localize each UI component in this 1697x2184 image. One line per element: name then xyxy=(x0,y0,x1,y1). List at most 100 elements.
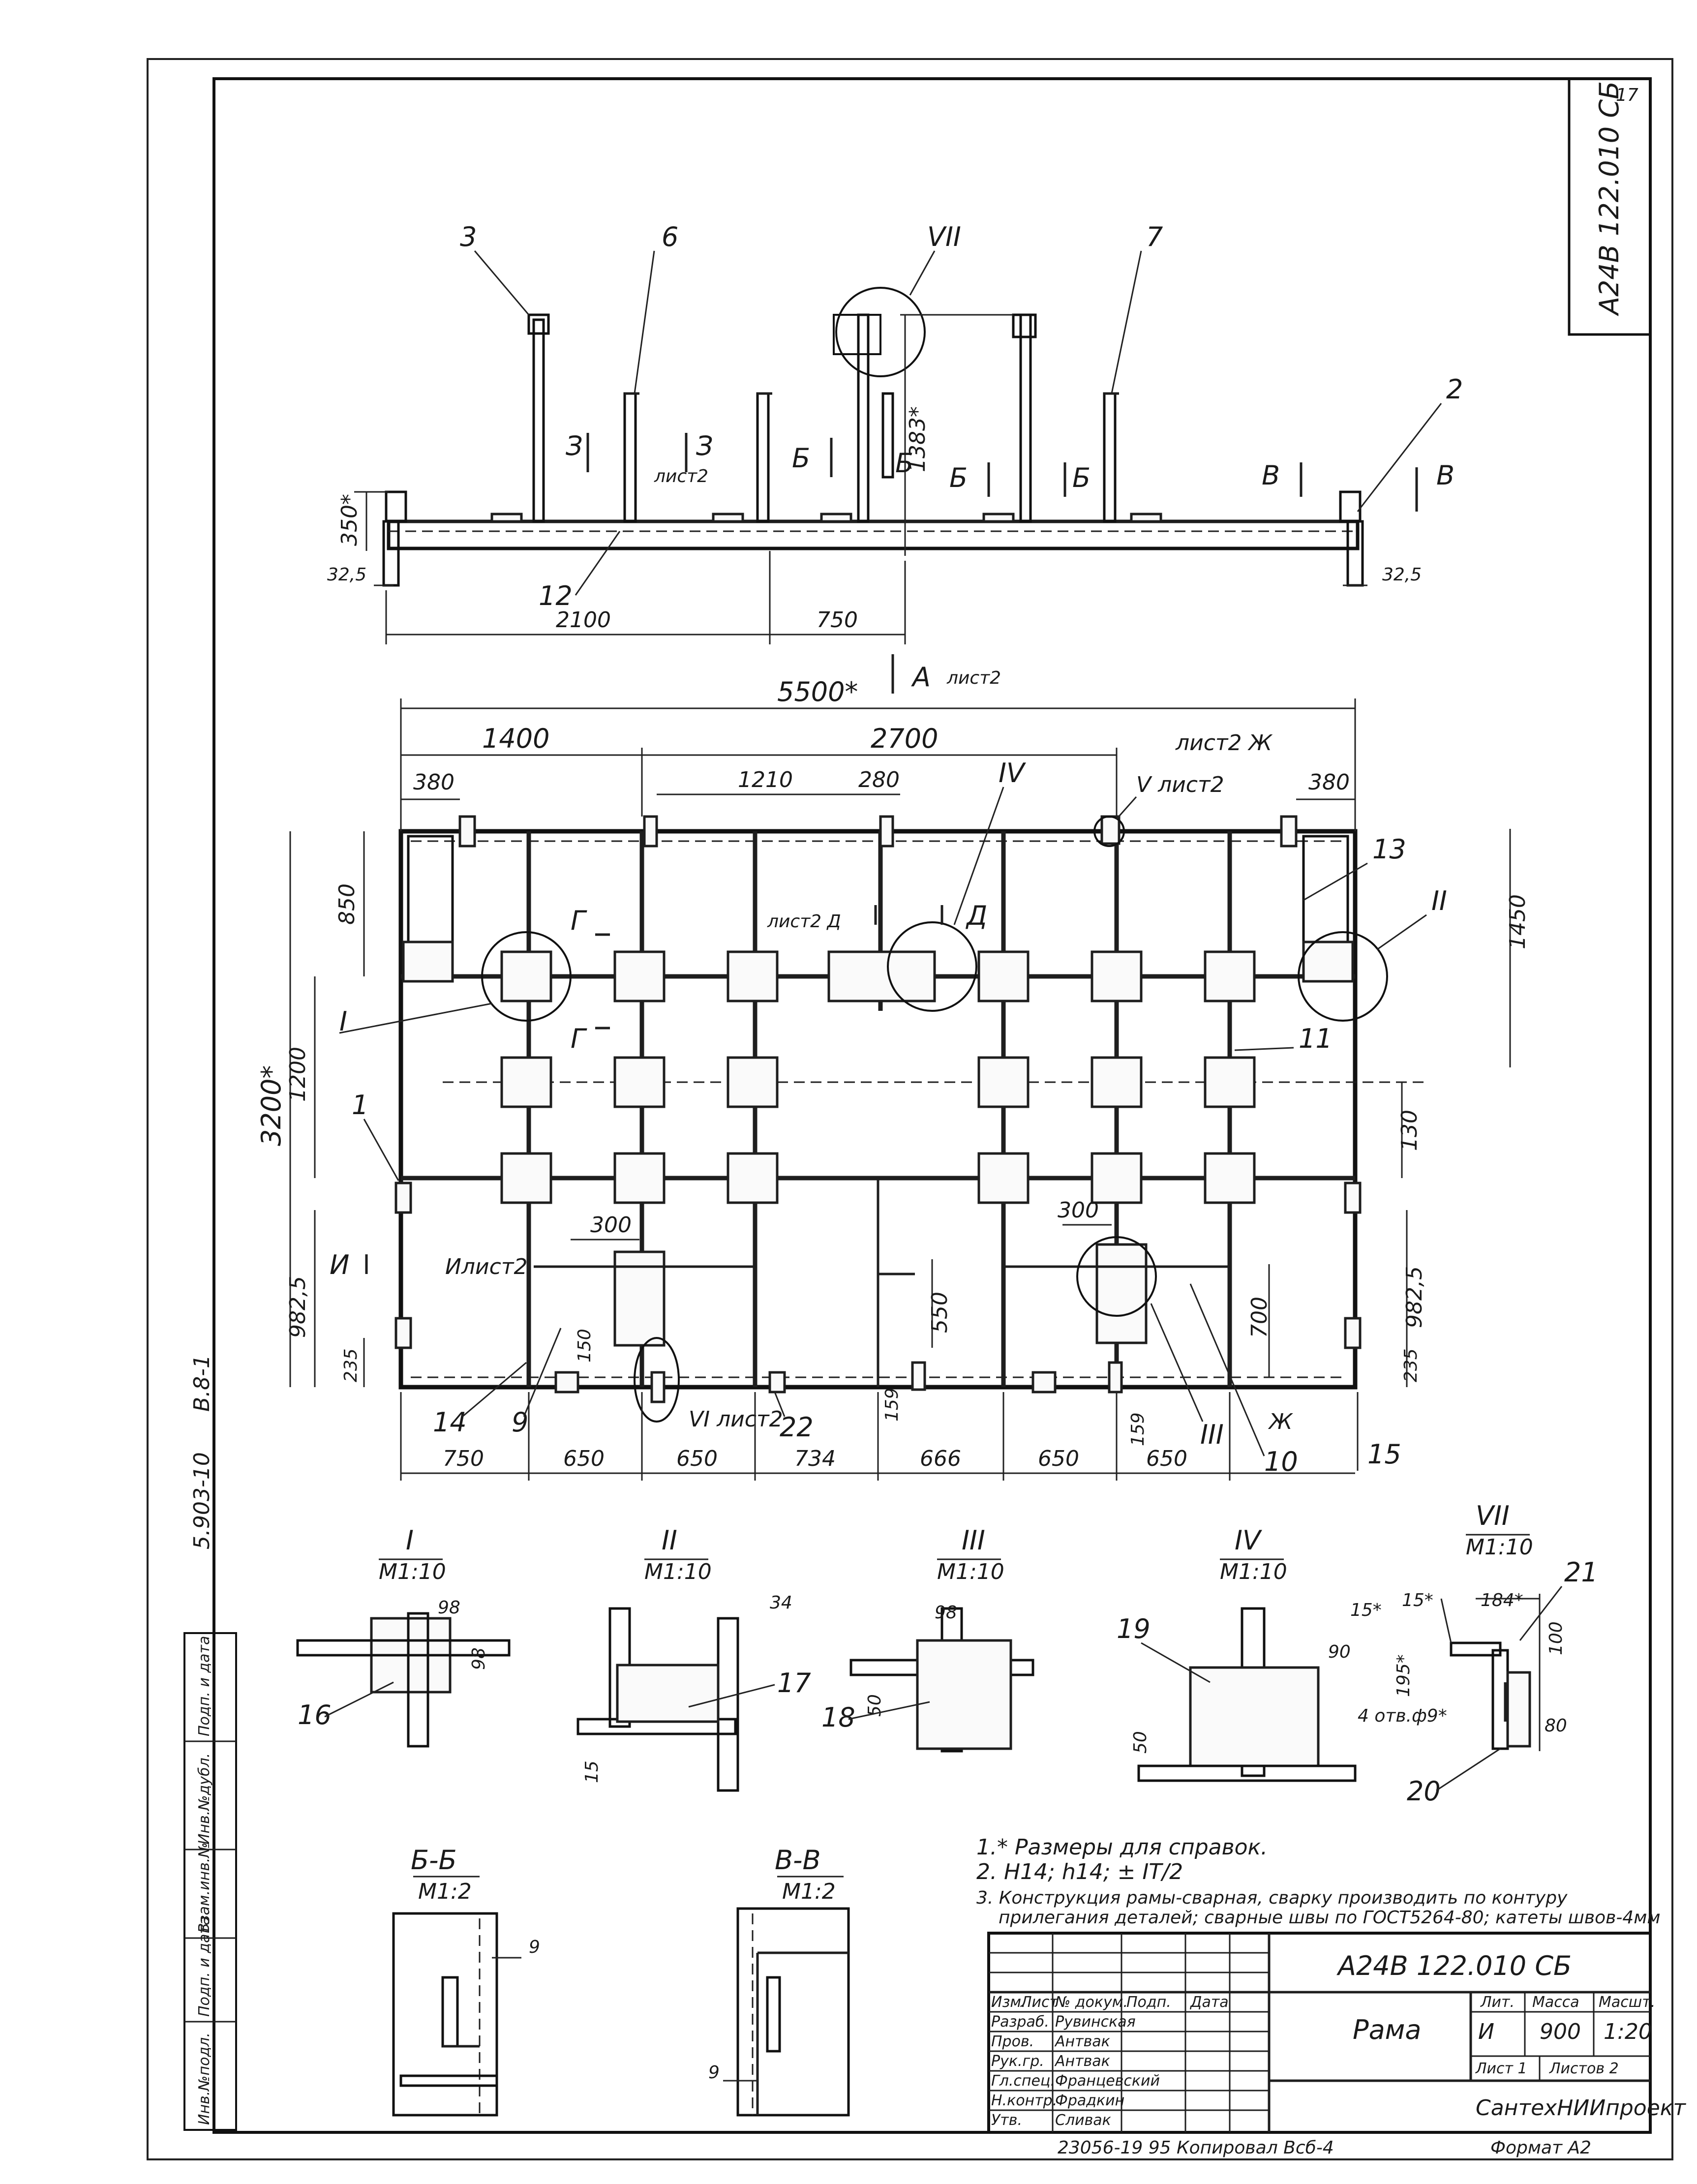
section-bb-dim: 9 xyxy=(529,1937,540,1957)
detail-VII-dim-15a: 15* xyxy=(1350,1600,1382,1620)
detail-I-title: I xyxy=(406,1525,414,1556)
gusset-plates xyxy=(402,940,1354,1347)
dim-159-b: 159 xyxy=(1128,1412,1148,1446)
detail-ref-VI: VI лист2 xyxy=(689,1407,783,1432)
album-issue: В.8-1 xyxy=(189,1355,214,1412)
detail-IV-dim-50: 50 xyxy=(1130,1731,1151,1754)
part-10: 10 xyxy=(1264,1446,1298,1477)
detail-VII-scale: М1:10 xyxy=(1466,1535,1533,1560)
detail-ref-III: III xyxy=(1200,1419,1224,1450)
tb-name-5: Фрадкин xyxy=(1055,2092,1124,2109)
tb-sheets: Листов 2 xyxy=(1549,2060,1619,2077)
tb-name-6: Сливак xyxy=(1055,2112,1111,2129)
section-mark-g1: Г xyxy=(571,905,587,936)
part-6: 6 xyxy=(662,221,678,252)
tb-role-5: Н.контр. xyxy=(991,2092,1057,2109)
detail-III-dim-98: 98 xyxy=(935,1603,957,1623)
section-mark-b3: Б xyxy=(949,462,968,493)
detail-I-scale: М1:10 xyxy=(379,1559,446,1584)
tb-name: Рама xyxy=(1353,2014,1421,2045)
section-mark-d1: лист2 Д xyxy=(767,911,841,932)
tb-role-2: Пров. xyxy=(991,2033,1034,2050)
part-11: 11 xyxy=(1299,1023,1333,1054)
detail-III-title: III xyxy=(962,1525,985,1556)
dim-350: 350* xyxy=(337,494,362,546)
section-mark-i1: И xyxy=(330,1249,349,1280)
dim-1210: 1210 xyxy=(738,767,793,792)
tb-col-date: Дата xyxy=(1189,1994,1229,2011)
detail-I: I М1:10 98 98 16 xyxy=(296,1525,511,1748)
view-a-label: А xyxy=(911,662,931,693)
detail-VII-part-21: 21 xyxy=(1564,1557,1598,1588)
dim-bottom-650b: 650 xyxy=(676,1446,718,1471)
dim-1200: 1200 xyxy=(285,1047,310,1102)
part-1: 1 xyxy=(352,1090,368,1121)
section-mark-3a: З xyxy=(566,430,583,461)
view-a-sheet: лист2 xyxy=(946,668,1001,688)
stamp-field-4: Инв.№дубл. xyxy=(196,1753,213,1845)
stamp-field-3: Взам.инв.№ xyxy=(196,1842,213,1933)
part-3: 3 xyxy=(460,221,477,252)
detail-VII-part-20: 20 xyxy=(1407,1776,1441,1807)
section-sheet-ref: лист2 xyxy=(654,466,708,486)
section-vv-title: В-В xyxy=(775,1845,821,1876)
detail-I-dim-98b: 98 xyxy=(469,1647,489,1670)
dim-159-a: 159 xyxy=(882,1388,902,1422)
section-bb-scale: М1:2 xyxy=(418,1879,472,1904)
dim-550: 550 xyxy=(927,1292,952,1333)
dim-982-left: 982,5 xyxy=(285,1276,310,1338)
tb-col-list: Лист xyxy=(1020,1994,1059,2011)
section-mark-3b: З xyxy=(696,430,713,461)
section-mark-b1: Б xyxy=(792,443,810,474)
note-1: 1.* Размеры для справок. xyxy=(976,1835,1268,1860)
dim-3200: 3200* xyxy=(256,1065,287,1146)
section-V-V: В-В М1:2 9 xyxy=(708,1845,850,2117)
detail-VII-dim-80: 80 xyxy=(1545,1716,1567,1736)
tb-mass: 900 xyxy=(1540,2019,1581,2044)
detail-VII-dim-184: 184* xyxy=(1481,1590,1523,1610)
tb-name-2: Антвак xyxy=(1054,2033,1110,2050)
section-mark-g2: Г xyxy=(571,1023,587,1054)
detail-VII-dim-195: 195* xyxy=(1394,1654,1414,1697)
sheet-frame xyxy=(147,58,1673,2160)
dim-380-left: 380 xyxy=(413,770,455,795)
section-bb-title: Б-Б xyxy=(411,1845,457,1876)
tb-col-doc: № докум. xyxy=(1054,1994,1128,2011)
section-vv-dim: 9 xyxy=(708,2063,720,2083)
detail-VII-holes: 4 отв.ф9* xyxy=(1358,1706,1447,1726)
detail-ref-II: II xyxy=(1431,885,1447,916)
tb-col-sign: Подп. xyxy=(1126,1994,1171,2011)
tb-mass-label: Масса xyxy=(1532,1994,1579,2011)
dim-5500: 5500* xyxy=(777,676,858,707)
detail-ref-VII: VII xyxy=(927,221,961,252)
section-mark-v2: В xyxy=(1436,460,1455,491)
tb-role-1: Разраб. xyxy=(991,2013,1049,2031)
detail-ref-V: V лист2 xyxy=(1136,772,1224,797)
section-mark-zh1: лист2 Ж xyxy=(1175,730,1273,756)
note-3: 3. Конструкция рамы-сварная, сварку прои… xyxy=(976,1888,1568,1908)
detail-IV: IV М1:10 90 50 19 xyxy=(1117,1525,1357,1782)
dim-850: 850 xyxy=(334,883,360,925)
sheet-number: 17 xyxy=(1616,85,1638,105)
tb-name-1: Рувинская xyxy=(1055,2013,1136,2031)
tb-role-3: Рук.гр. xyxy=(991,2053,1044,2070)
detail-I-part: 16 xyxy=(298,1699,332,1730)
detail-IV-dim-90: 90 xyxy=(1328,1642,1351,1662)
stamp-field-5: Подп. и дата xyxy=(196,1636,213,1736)
plan-view: I II III IV V лист2 VI лист2 Г Г лист2 Д… xyxy=(256,676,1530,1481)
stamp-field-1: Инв.№подл. xyxy=(196,2032,213,2125)
dim-bottom-734: 734 xyxy=(794,1446,836,1471)
detail-II-title: II xyxy=(662,1525,677,1556)
part-12: 12 xyxy=(539,580,573,611)
corner-stamp: 17 А24В 122.010 СБ xyxy=(1568,77,1652,336)
section-vv-scale: М1:2 xyxy=(782,1879,836,1904)
dim-bottom-666: 666 xyxy=(920,1446,961,1471)
tb-lit-label: Лит. xyxy=(1480,1994,1515,2011)
dim-32-5-left: 32,5 xyxy=(327,565,366,585)
detail-II-dim-34: 34 xyxy=(770,1593,792,1613)
stamp-field-2: Подп. и дата xyxy=(196,1916,213,2017)
footer-copy: 23056-19 95 Копировал Всб-4 xyxy=(1058,2138,1334,2158)
dim-750: 750 xyxy=(817,607,858,633)
tb-role-4: Гл.спец. xyxy=(991,2072,1055,2090)
part-7: 7 xyxy=(1146,221,1163,252)
